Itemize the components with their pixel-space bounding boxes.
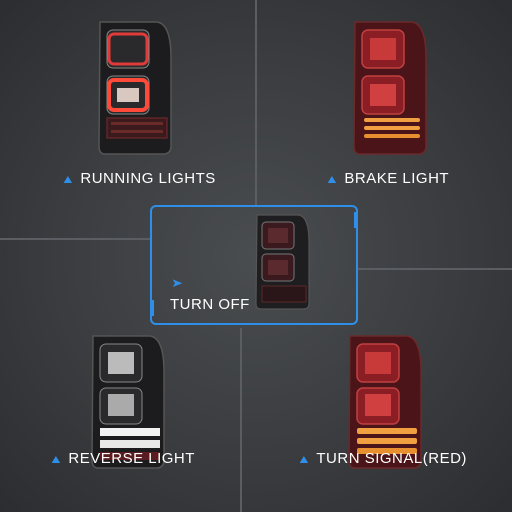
divider-horizontal-left: [0, 238, 150, 240]
label-running-lights: ▲ RUNNING LIGHTS: [60, 170, 216, 187]
label-turn-off-text: TURN OFF: [170, 296, 250, 313]
chevron-right-icon: ➤: [170, 276, 184, 290]
chevron-up-icon: ▲: [60, 171, 76, 186]
focus-bracket-right: [354, 212, 358, 228]
taillight-turn-signal: [345, 332, 425, 477]
chevron-up-icon: ▲: [296, 451, 312, 466]
taillight-brake: [350, 18, 430, 163]
label-turn-signal: ▲ TURN SIGNAL(RED): [296, 450, 467, 467]
divider-vertical-bottom: [240, 328, 242, 512]
chevron-up-icon: ▲: [48, 451, 64, 466]
label-running-lights-text: RUNNING LIGHTS: [80, 170, 216, 187]
taillight-off: [253, 212, 313, 317]
divider-horizontal-right: [358, 268, 512, 270]
chevron-up-icon: ▲: [324, 171, 340, 186]
label-turn-signal-text: TURN SIGNAL(RED): [316, 450, 467, 467]
taillight-reverse: [88, 332, 168, 477]
label-turn-off: TURN OFF: [170, 296, 250, 313]
divider-vertical-top: [255, 0, 257, 205]
label-reverse-light: ▲ REVERSE LIGHT: [48, 450, 195, 467]
label-brake-light: ▲ BRAKE LIGHT: [324, 170, 450, 187]
label-reverse-light-text: REVERSE LIGHT: [68, 450, 195, 467]
focus-frame: [150, 205, 358, 325]
focus-chevron: ➤: [170, 276, 184, 290]
focus-bracket-left: [150, 300, 154, 316]
label-brake-light-text: BRAKE LIGHT: [344, 170, 450, 187]
taillight-running: [95, 18, 175, 163]
